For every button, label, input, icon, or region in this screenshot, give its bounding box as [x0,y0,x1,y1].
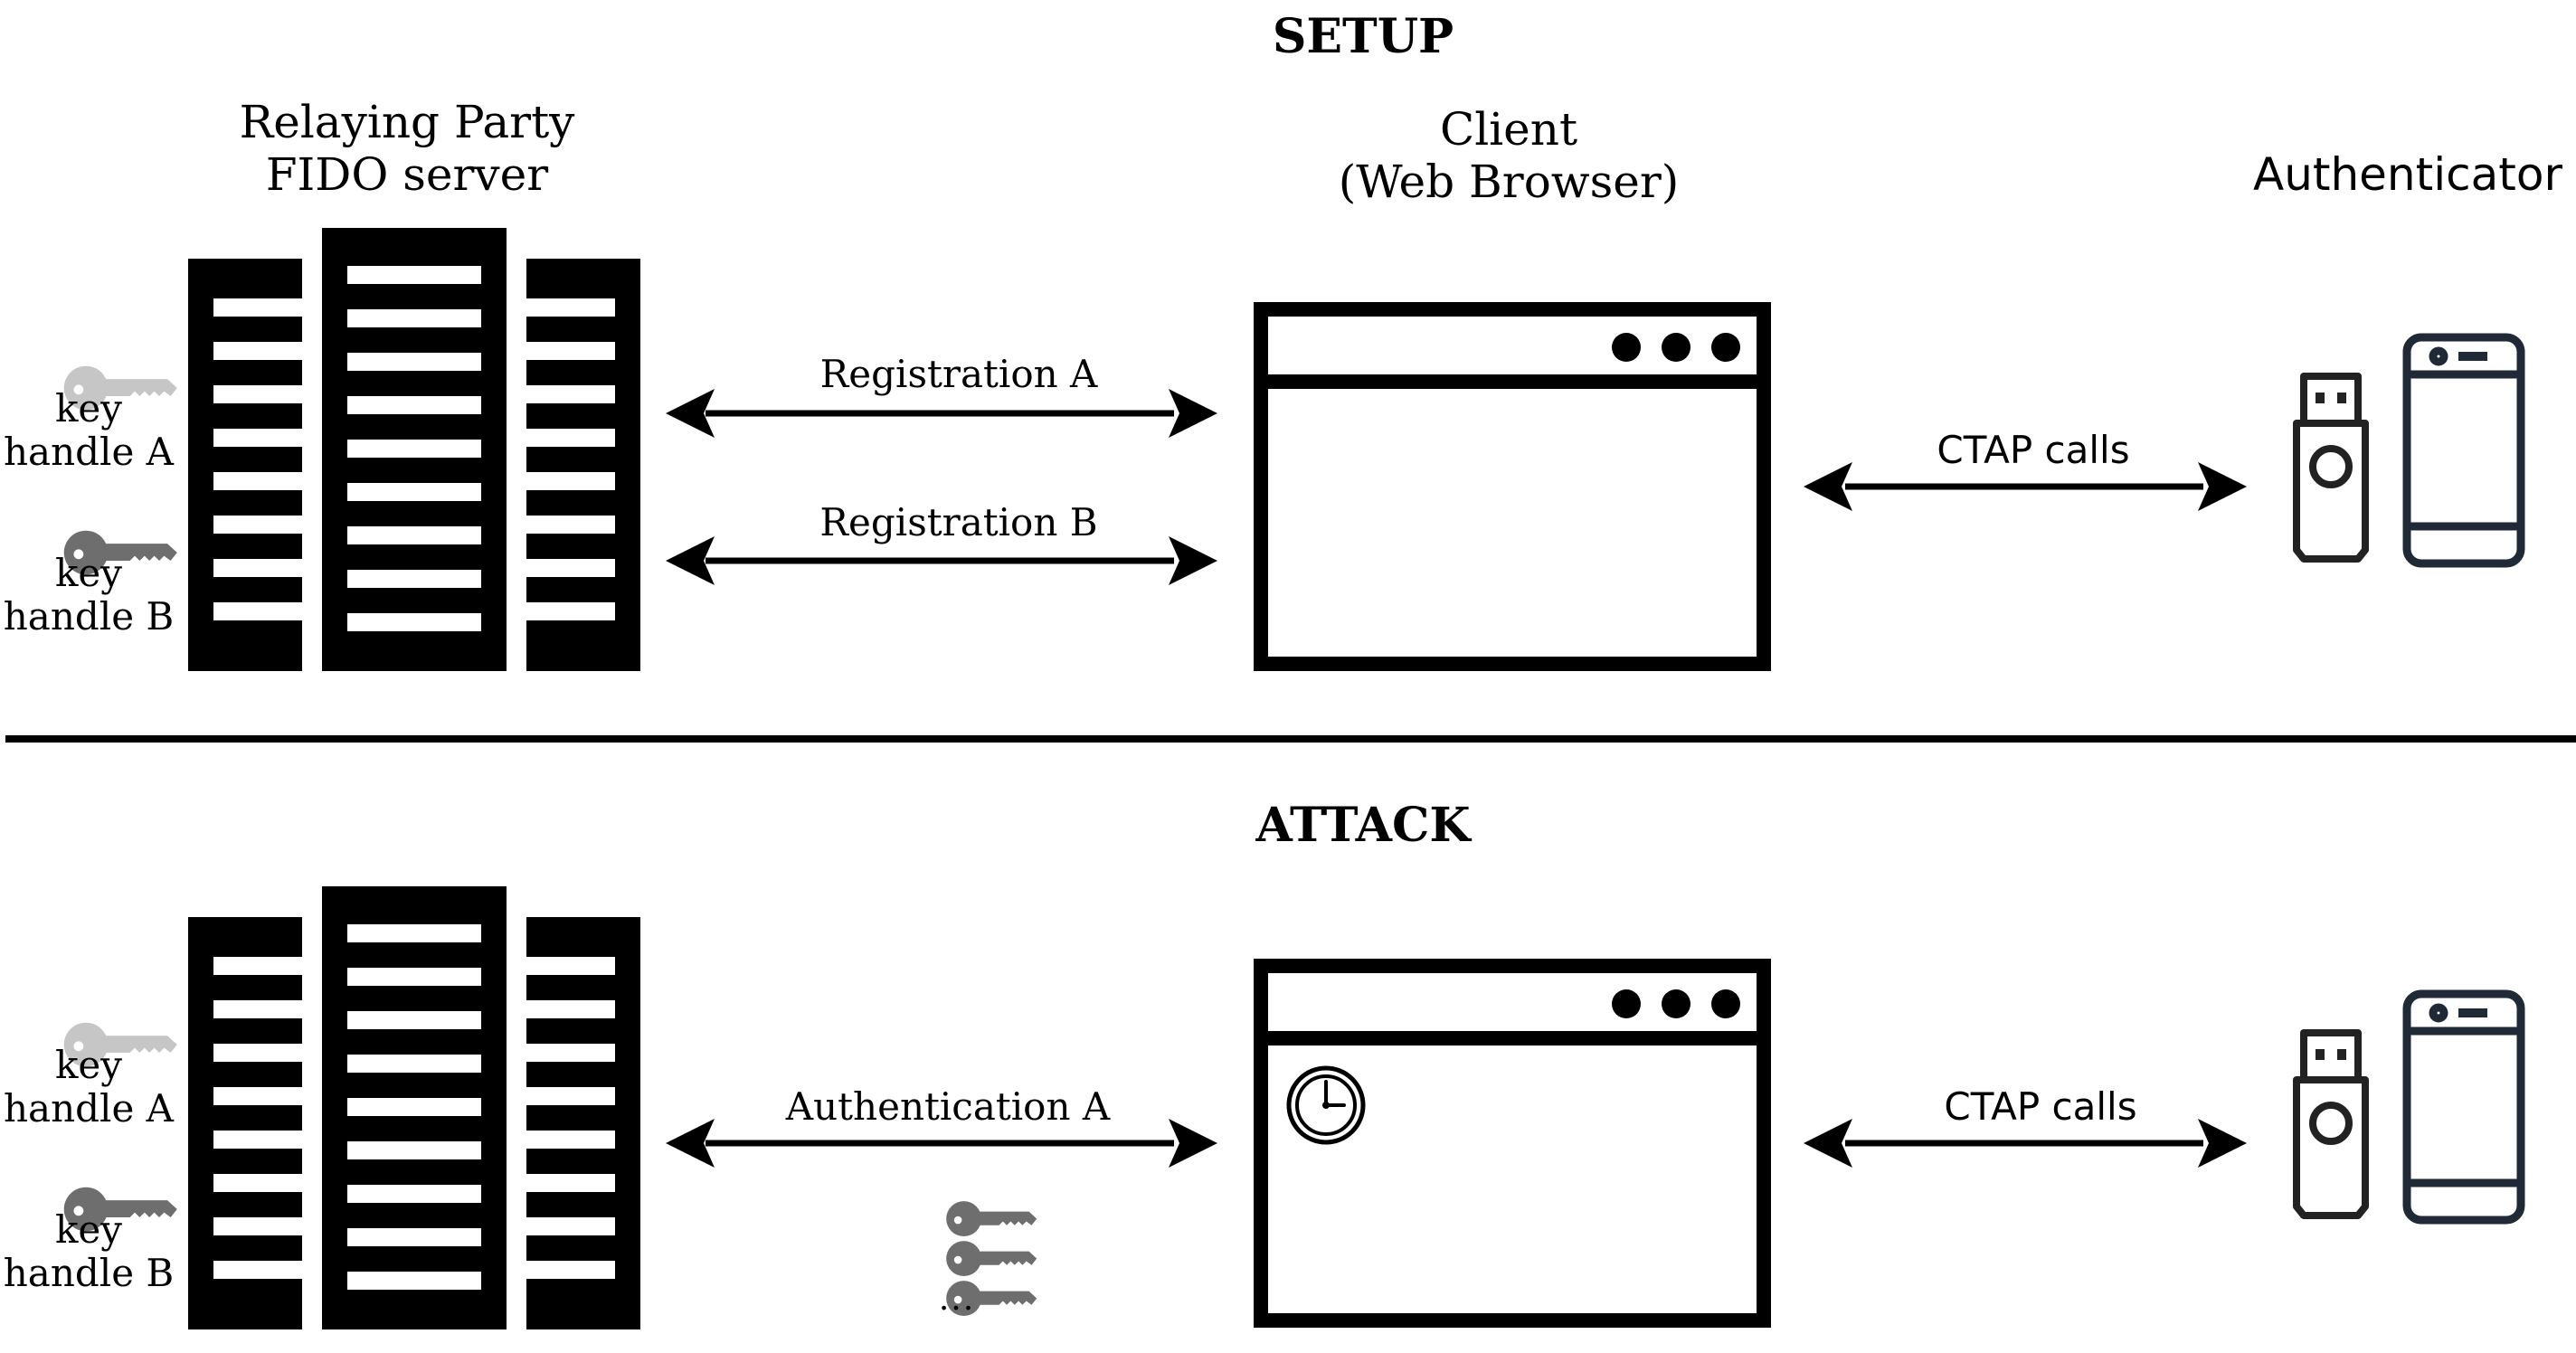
authenticator-label: Authenticator [2253,148,2562,201]
key-b-label-line1: key [55,1207,122,1252]
key-b-label-line2: handle B [4,594,175,639]
authentication-a-arrow [666,1119,1217,1168]
key-stack-ellipsis: ... [939,1281,975,1318]
registration-a-arrow [666,389,1217,438]
key-b-label-line2: handle B [4,1251,175,1295]
setup-title: SETUP [1273,9,1454,64]
ctap-arrow [1804,1119,2247,1168]
browser-window-icon [1261,309,1764,664]
registration-b-arrow [666,536,1217,585]
relying-party-label-line2: FIDO server [266,148,548,201]
section-divider [5,735,2576,743]
ctap-arrow [1804,462,2247,511]
server-rack-icon [188,228,640,671]
browser-window-icon [1261,966,1764,1320]
smartphone-icon [2407,337,2521,563]
clock-icon [1286,1065,1366,1145]
usb-key-icon [2297,1033,2365,1216]
key-a-label-line1: key [55,386,122,430]
usb-key-icon [2297,376,2365,559]
authentication-a-label: Authentication A [785,1084,1111,1129]
key-a-label-line2: handle A [4,430,175,474]
client-label-line1: Client [1440,103,1577,156]
ctap-label: CTAP calls [1937,428,2129,472]
ctap-label: CTAP calls [1944,1084,2136,1129]
smartphone-icon [2407,994,2521,1220]
registration-a-label: Registration A [820,352,1098,396]
key-b-label-line1: key [55,551,122,595]
relying-party-label-line1: Relaying Party [240,96,576,148]
key-icon [946,1201,1037,1237]
key-a-label-line1: key [55,1043,122,1087]
key-a-label-line2: handle A [4,1086,175,1131]
key-icon [946,1241,1037,1277]
server-rack-icon [188,886,640,1329]
client-label-line2: (Web Browser) [1339,156,1680,208]
attack-title: ATTACK [1255,798,1472,853]
registration-b-label: Registration B [819,500,1097,544]
